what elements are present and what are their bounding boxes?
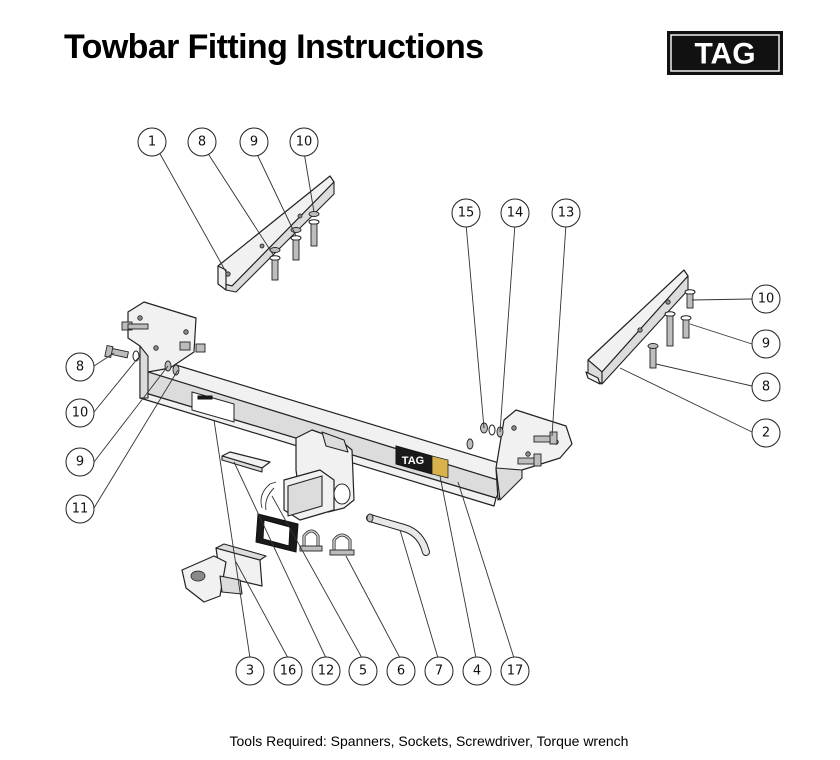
- callout-10-top: 10: [289, 127, 319, 157]
- svg-text:9: 9: [250, 135, 258, 150]
- svg-text:14: 14: [507, 206, 524, 221]
- callout-12: 12: [311, 656, 341, 686]
- left-bracket-bolts: [269, 211, 320, 281]
- svg-text:15: 15: [458, 206, 475, 221]
- callout-16: 16: [273, 656, 303, 686]
- svg-text:10: 10: [72, 406, 89, 421]
- svg-text:4: 4: [473, 664, 481, 679]
- callout-6: 6: [386, 656, 416, 686]
- bar-label-plate: [191, 391, 235, 423]
- svg-text:8: 8: [762, 380, 770, 395]
- safety-shackles: [299, 529, 355, 556]
- callout-14: 14: [500, 198, 530, 228]
- callout-4: 4: [462, 656, 492, 686]
- right-rail-bracket: [585, 269, 689, 385]
- svg-text:12: 12: [318, 664, 335, 679]
- callout-9-top: 9: [239, 127, 269, 157]
- svg-text:11: 11: [72, 502, 89, 517]
- bar-tag-plate: TAG: [395, 445, 449, 479]
- svg-text:2: 2: [762, 426, 770, 441]
- leader-lines: [93, 151, 753, 659]
- svg-text:10: 10: [296, 135, 313, 150]
- left-rail-bracket: [217, 175, 335, 293]
- callout-3: 3: [235, 656, 265, 686]
- small-mounting-plate: [221, 451, 271, 473]
- callout-10-right: 10: [751, 284, 781, 314]
- callout-9-left: 9: [65, 447, 95, 477]
- callout-9-right: 9: [751, 329, 781, 359]
- tools-required-text: Tools Required: Spanners, Sockets, Screw…: [229, 733, 629, 749]
- svg-text:16: 16: [280, 664, 297, 679]
- logo-text: TAG: [694, 38, 755, 71]
- svg-text:8: 8: [198, 135, 206, 150]
- right-bracket-bolts: [647, 289, 696, 369]
- callout-8-right: 8: [751, 372, 781, 402]
- svg-text:17: 17: [507, 664, 524, 679]
- svg-text:13: 13: [558, 206, 575, 221]
- spring-clip: [260, 481, 277, 511]
- svg-text:9: 9: [762, 337, 770, 352]
- callout-10-left: 10: [65, 398, 95, 428]
- callout-15: 15: [451, 198, 481, 228]
- svg-text:7: 7: [435, 664, 443, 679]
- rubber-collar: [255, 513, 299, 553]
- callout-11: 11: [65, 494, 95, 524]
- callout-13: 13: [551, 198, 581, 228]
- bar-tag-text: TAG: [402, 455, 424, 467]
- svg-text:8: 8: [76, 360, 84, 375]
- svg-text:1: 1: [148, 135, 156, 150]
- svg-text:6: 6: [397, 664, 405, 679]
- callout-17: 17: [500, 656, 530, 686]
- hitch-pin: [366, 513, 430, 556]
- svg-text:9: 9: [76, 455, 84, 470]
- tag-logo: TAG: [667, 31, 783, 75]
- callout-2: 2: [751, 418, 781, 448]
- callout-8-left: 8: [65, 352, 95, 382]
- receiver-housing: [283, 429, 355, 521]
- svg-text:5: 5: [359, 664, 367, 679]
- callout-7: 7: [424, 656, 454, 686]
- callout-5: 5: [348, 656, 378, 686]
- callout-1: 1: [137, 127, 167, 157]
- svg-text:3: 3: [246, 664, 254, 679]
- callout-8-top: 8: [187, 127, 217, 157]
- svg-text:10: 10: [758, 292, 775, 307]
- page-title: Towbar Fitting Instructions: [64, 28, 484, 66]
